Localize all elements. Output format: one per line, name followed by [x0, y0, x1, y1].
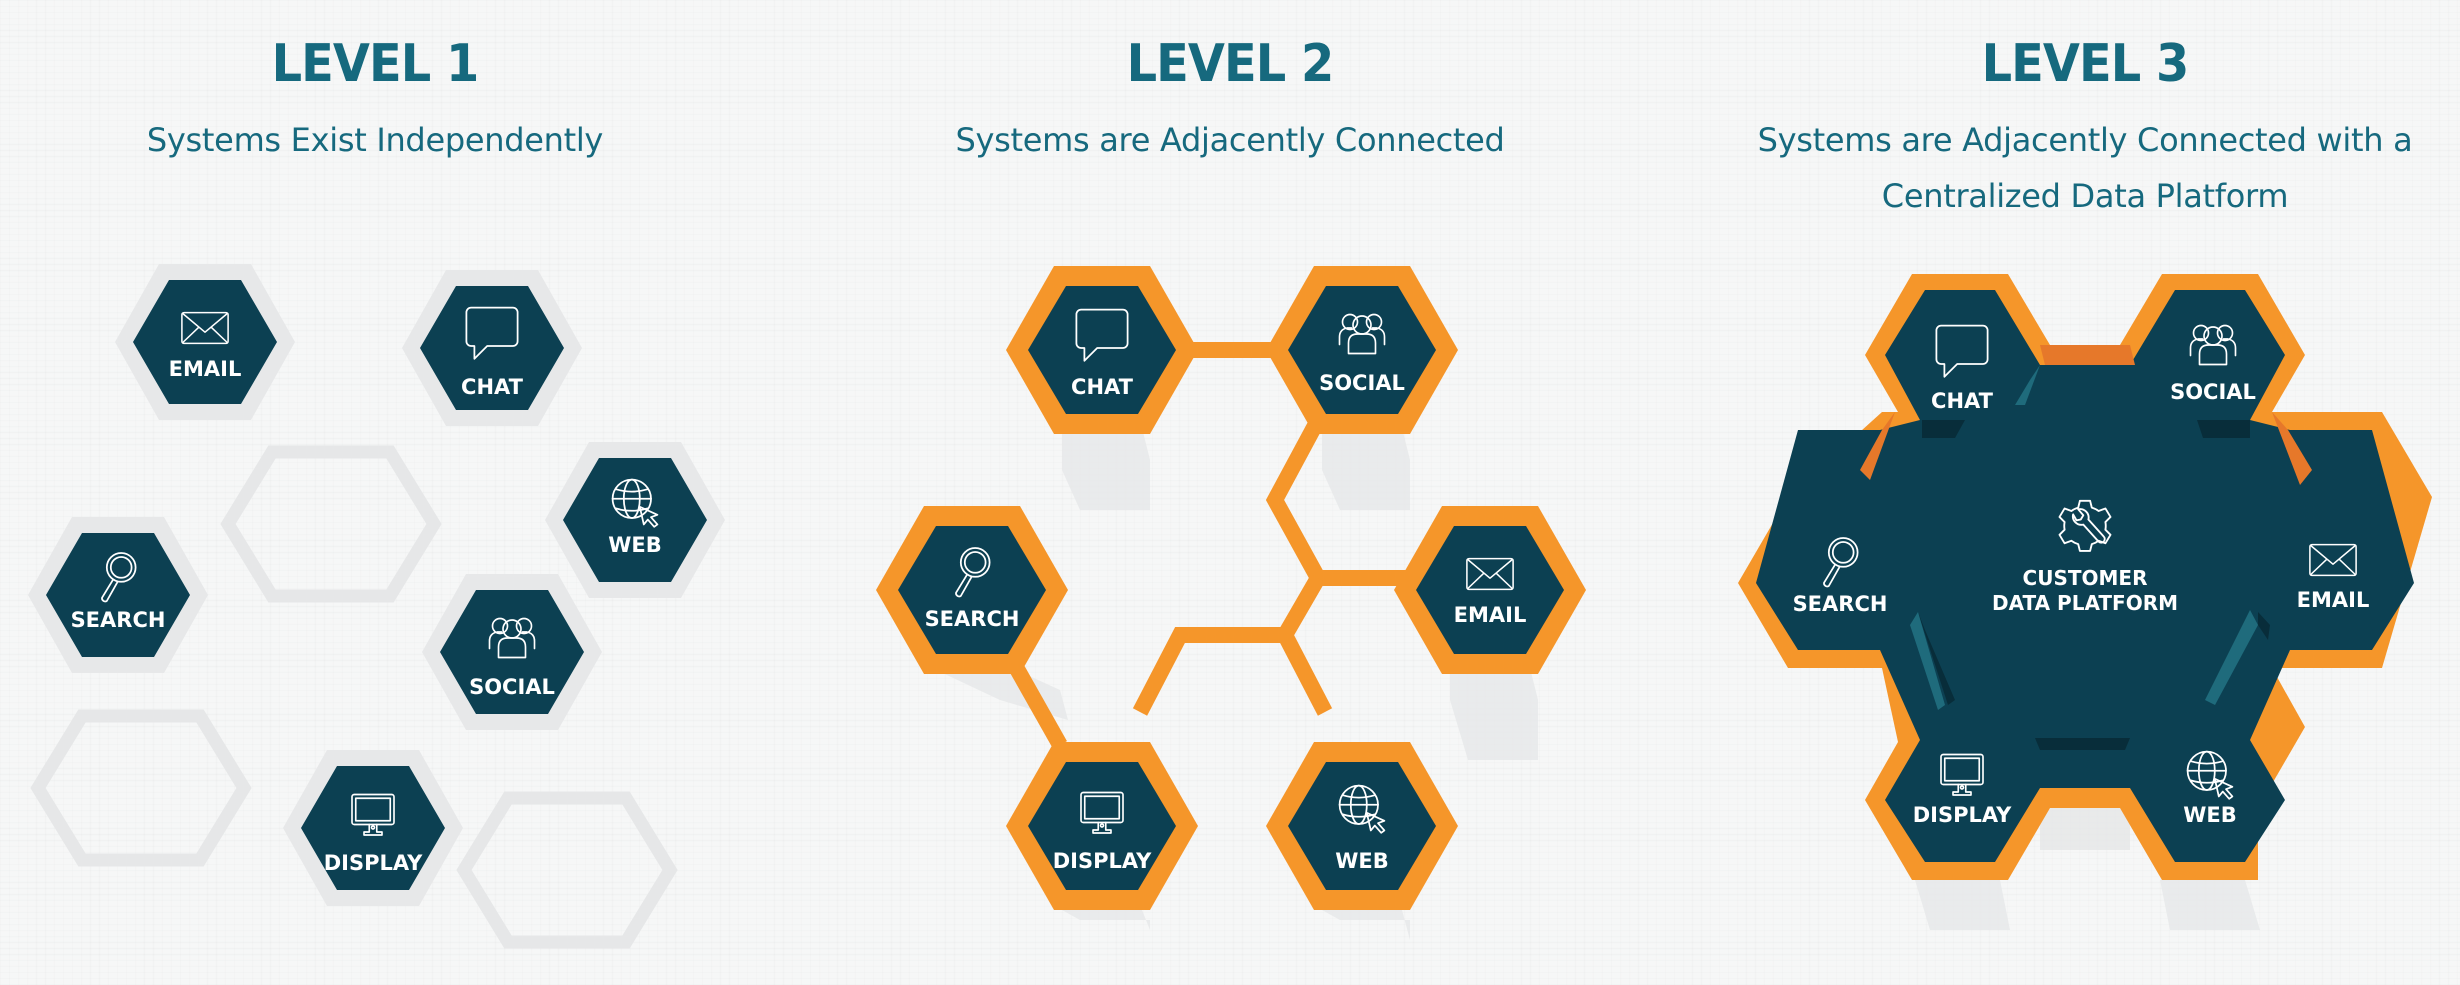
empty-slot-hex: [30, 709, 252, 867]
center-label-line-1: CUSTOMER: [2023, 566, 2148, 590]
level-1-social-node: SOCIAL: [422, 574, 602, 730]
level-1-display-node: DISPLAY: [283, 750, 463, 906]
node-label: SEARCH: [1793, 592, 1888, 616]
level-3-email-node: EMAIL: [2297, 543, 2370, 612]
level-1-web-node: WEB: [545, 442, 725, 598]
level-3-subtitle: Systems are Adjacently Connected with a …: [1700, 112, 2460, 224]
level-1-diagram: EMAIL CHAT WEB SEARCH SOCIAL: [28, 264, 725, 949]
level-1-search-node: SEARCH: [28, 517, 208, 673]
empty-slot-hex: [456, 791, 678, 949]
node-label: SEARCH: [925, 607, 1020, 631]
node-label: DISPLAY: [1053, 849, 1152, 873]
node-label: SOCIAL: [469, 675, 555, 699]
node-label: WEB: [608, 533, 662, 557]
level-3-title: LEVEL 3: [1981, 34, 2190, 94]
node-label: EMAIL: [1454, 603, 1527, 627]
level-3-search-node: SEARCH: [1793, 537, 1888, 616]
node-label: DISPLAY: [1913, 803, 2012, 827]
level-3-header: LEVEL 3 Systems are Adjacently Connected…: [1700, 38, 2460, 224]
level-2-subtitle: Systems are Adjacently Connected: [955, 121, 1505, 159]
node-label: CHAT: [1071, 375, 1134, 399]
level-3-diagram: CUSTOMER DATA PLATFORM CHAT SOCIAL SEARC…: [1738, 274, 2432, 930]
level-2-connectors: [1005, 342, 1420, 749]
cdp-center: CUSTOMER DATA PLATFORM: [1992, 499, 2178, 615]
level-2-display-node: DISPLAY: [1006, 742, 1198, 910]
level-1-header: LEVEL 1 Systems Exist Independently: [40, 38, 710, 168]
level-2-web-node: WEB: [1266, 742, 1458, 910]
node-label: CHAT: [461, 375, 524, 399]
level-2-search-node: SEARCH: [876, 506, 1068, 674]
level-1-subtitle: Systems Exist Independently: [146, 121, 604, 159]
level-3-subtitle-line-1: Systems are Adjacently Connected with a: [1757, 121, 2413, 159]
level-1-email-node: EMAIL: [115, 264, 295, 420]
level-1-title: LEVEL 1: [271, 34, 480, 94]
node-label: WEB: [1335, 849, 1389, 873]
node-label: SOCIAL: [2170, 380, 2256, 404]
level-3-subtitle-line-2: Centralized Data Platform: [1881, 177, 2289, 215]
node-label: WEB: [2183, 803, 2237, 827]
level-2-email-node: EMAIL: [1394, 506, 1586, 674]
level-1-chat-node: CHAT: [402, 270, 582, 426]
level-2-chat-node: CHAT: [1006, 266, 1198, 434]
node-label: CHAT: [1931, 389, 1994, 413]
node-label: EMAIL: [2297, 588, 2370, 612]
level-2-title: LEVEL 2: [1126, 34, 1335, 94]
empty-slot-hex: [220, 445, 442, 603]
level-2-diagram: CHAT SOCIAL SEARCH EMAIL DISPLAY: [876, 266, 1586, 940]
node-label: SEARCH: [71, 608, 166, 632]
level-2-social-node: SOCIAL: [1266, 266, 1458, 434]
node-label: EMAIL: [169, 357, 242, 381]
center-label-line-2: DATA PLATFORM: [1992, 591, 2178, 615]
node-label: SOCIAL: [1319, 371, 1405, 395]
level-2-header: LEVEL 2 Systems are Adjacently Connected: [880, 38, 1580, 168]
level-3-social-node: SOCIAL: [2170, 324, 2256, 404]
level-3-web-node: WEB: [2183, 750, 2237, 827]
level-3-display-node: DISPLAY: [1913, 753, 2012, 827]
node-label: DISPLAY: [324, 851, 423, 875]
level-3-chat-node: CHAT: [1931, 324, 1994, 413]
